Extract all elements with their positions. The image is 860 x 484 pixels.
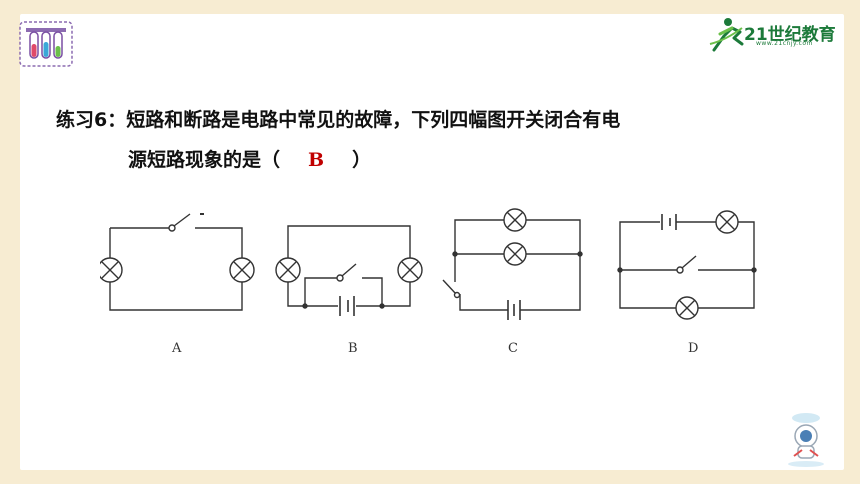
question-text: 练习6：短路和断路是电路中常见的故障，下列四幅图开关闭合有电 源短路现象的是（ B… xyxy=(56,100,836,180)
answer-choice: B xyxy=(308,149,325,171)
logo-name: 21世纪教育 xyxy=(744,25,836,45)
circuit-a xyxy=(100,213,255,311)
logo-url: www.21cnjy.com xyxy=(756,40,813,47)
circuit-d xyxy=(617,210,757,320)
logo-runner-icon xyxy=(709,18,744,52)
circuit-b xyxy=(275,225,423,316)
slide-content-area xyxy=(20,14,844,470)
circuit-label-c: C xyxy=(508,341,518,356)
circuit-label-d: D xyxy=(688,341,698,356)
astronaut-icon xyxy=(788,413,824,467)
question-line2: 源短路现象的是（ B ） xyxy=(56,140,836,180)
circuit-label-b: B xyxy=(348,341,358,356)
test-tubes-icon xyxy=(19,21,73,67)
question-line2-start: 源短路现象的是（ xyxy=(128,149,281,171)
circuit-label-a: A xyxy=(171,341,182,356)
question-prefix: 练习6： xyxy=(56,109,127,131)
circuit-diagrams: A B C D xyxy=(100,208,757,356)
circuit-c xyxy=(442,208,583,320)
question-line1: 短路和断路是电路中常见的故障，下列四幅图开关闭合有电 xyxy=(126,109,621,131)
question-line2-end: ） xyxy=(352,149,372,171)
